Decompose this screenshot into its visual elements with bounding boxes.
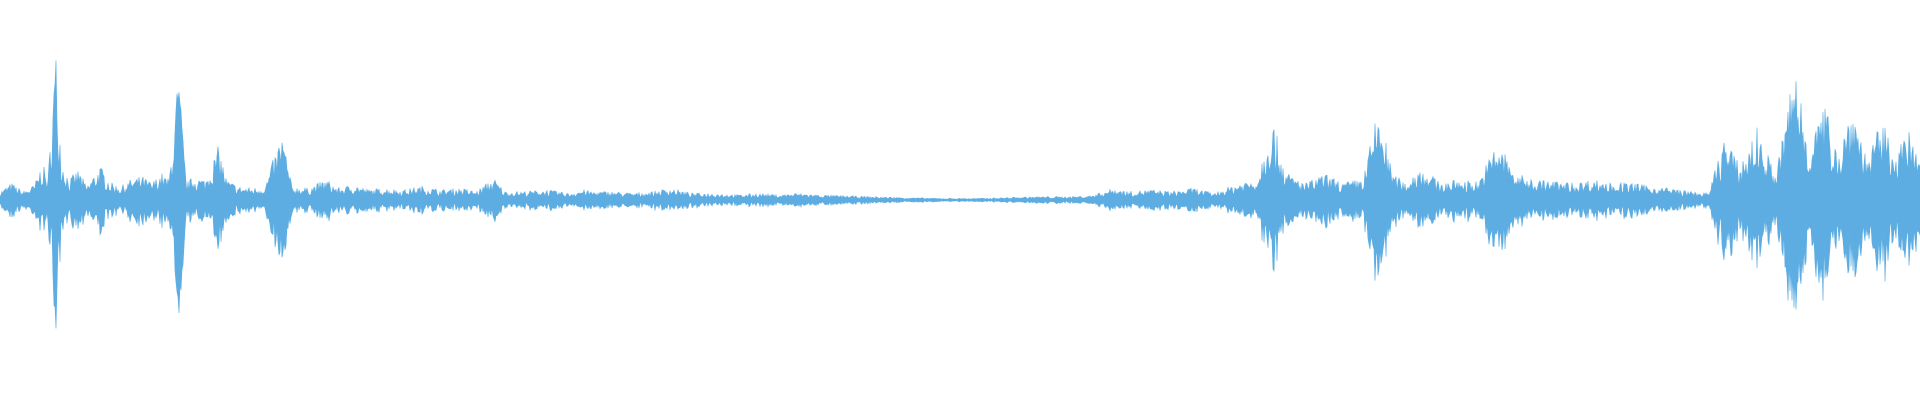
waveform-trace [0,60,1920,329]
